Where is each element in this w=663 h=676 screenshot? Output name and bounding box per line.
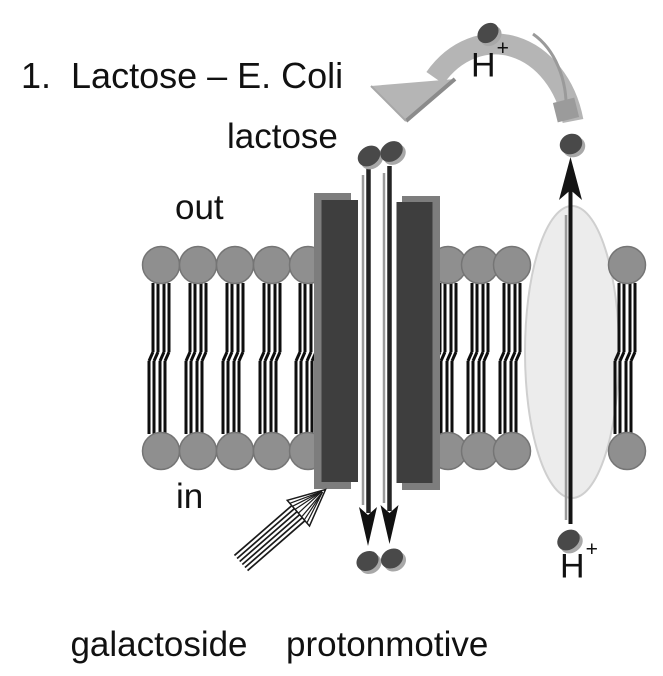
plus-superscript: + <box>496 36 509 60</box>
up-arrow-icon <box>559 157 582 524</box>
curved-arrow-icon <box>370 32 584 124</box>
membrane-right <box>428 245 532 471</box>
lactose-dot <box>356 550 379 572</box>
h-symbol: H <box>560 547 585 586</box>
proton-dot <box>559 133 583 155</box>
protonmotive-label: protonmotive <box>286 625 489 664</box>
lipid-column <box>178 245 218 471</box>
lactose-label: lactose <box>227 117 338 156</box>
lactose-dot <box>357 145 381 167</box>
galactoside-line: galactoside <box>70 625 248 664</box>
hplus-bottom-label: H+ <box>560 538 598 586</box>
protein-slab-left <box>321 200 358 482</box>
lipid-column <box>215 245 255 471</box>
galactoside-permease-label: galactoside permease <box>62 540 256 676</box>
membrane-left <box>141 245 328 471</box>
lipid-column <box>460 245 500 471</box>
page-title: 1. Lactose – E. Coli <box>21 55 344 96</box>
proton-dot <box>477 22 499 44</box>
molecule-dots <box>356 22 586 575</box>
out-label: out <box>175 188 224 227</box>
in-label: in <box>176 477 204 516</box>
h-symbol: H <box>471 46 496 85</box>
plus-superscript: + <box>585 537 598 561</box>
down-arrows-icon <box>359 166 399 546</box>
lactose-dot <box>380 141 403 162</box>
permease-protein <box>314 193 440 490</box>
lipid-column <box>252 245 292 471</box>
lipid-column <box>141 245 181 471</box>
protein-slab-right <box>396 202 433 483</box>
proton-dot <box>557 529 580 551</box>
striped-arrow-icon <box>233 488 327 572</box>
lactose-dot <box>380 548 404 569</box>
hplus-top-label: H+ <box>471 37 509 85</box>
